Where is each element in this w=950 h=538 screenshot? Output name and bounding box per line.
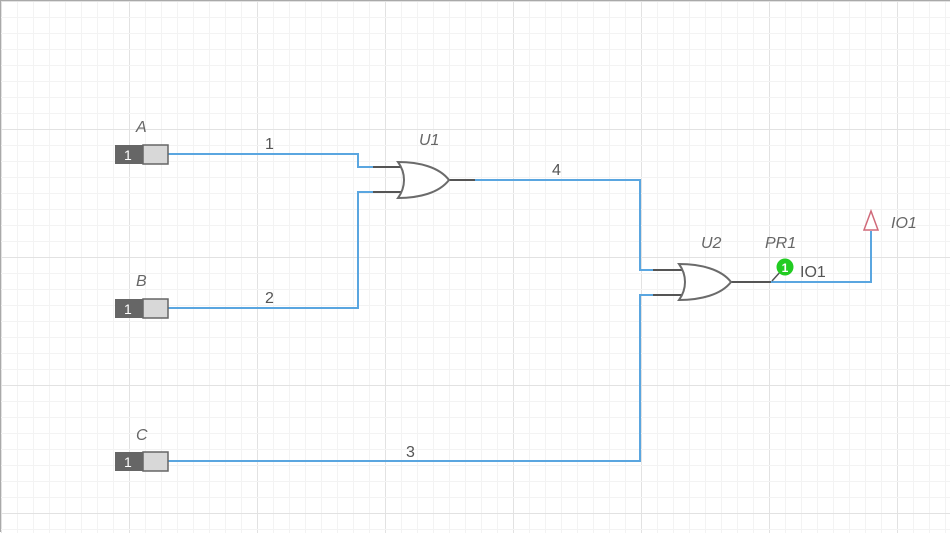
probe-pr1[interactable]: PR1 1 IO1 bbox=[765, 235, 826, 282]
or-gate-u1[interactable]: U1 bbox=[373, 132, 475, 200]
wires bbox=[168, 153, 872, 462]
input-switch-a[interactable]: A 1 bbox=[115, 119, 169, 165]
wire-net-4[interactable] bbox=[475, 179, 653, 271]
gate-ref-u1: U1 bbox=[419, 132, 439, 149]
net-labels: 1 2 3 4 bbox=[265, 136, 561, 461]
output-io1[interactable]: IO1 bbox=[862, 208, 917, 232]
output-label: IO1 bbox=[891, 215, 917, 232]
input-label-a: A bbox=[135, 119, 147, 136]
gate-leads bbox=[373, 166, 475, 193]
output-terminal-icon bbox=[862, 208, 880, 231]
wire-net-io1[interactable] bbox=[771, 231, 872, 283]
input-switch-c[interactable]: C 1 bbox=[115, 427, 169, 472]
net-label: 2 bbox=[265, 290, 274, 307]
gate-ref-u2: U2 bbox=[701, 235, 722, 252]
switch-toggle[interactable] bbox=[142, 451, 169, 472]
wire-net-2[interactable] bbox=[168, 191, 373, 309]
probe-net-label: IO1 bbox=[800, 264, 826, 281]
input-switch-b[interactable]: B 1 bbox=[115, 273, 169, 319]
input-label-c: C bbox=[136, 427, 148, 444]
switch-value: 1 bbox=[124, 147, 132, 163]
probe-ref: PR1 bbox=[765, 235, 796, 252]
switch-value: 1 bbox=[124, 454, 132, 470]
net-label: 4 bbox=[552, 162, 561, 179]
switch-toggle[interactable] bbox=[142, 144, 169, 165]
gate-leads bbox=[653, 269, 771, 296]
switch-state-box bbox=[115, 145, 143, 164]
switch-state-box bbox=[115, 452, 143, 471]
wire-net-1[interactable] bbox=[168, 153, 373, 168]
switch-value: 1 bbox=[124, 301, 132, 317]
net-label: 3 bbox=[406, 444, 415, 461]
probe-value: 1 bbox=[782, 261, 789, 275]
net-label: 1 bbox=[265, 136, 274, 153]
input-label-b: B bbox=[136, 273, 147, 290]
or-gate-body bbox=[677, 262, 733, 302]
switch-toggle[interactable] bbox=[142, 298, 169, 319]
probe-indicator bbox=[776, 258, 794, 276]
switch-state-box bbox=[115, 299, 143, 318]
or-gate-body bbox=[396, 160, 451, 200]
wire-net-3[interactable] bbox=[168, 294, 653, 462]
or-gate-u2[interactable]: U2 bbox=[653, 235, 771, 302]
